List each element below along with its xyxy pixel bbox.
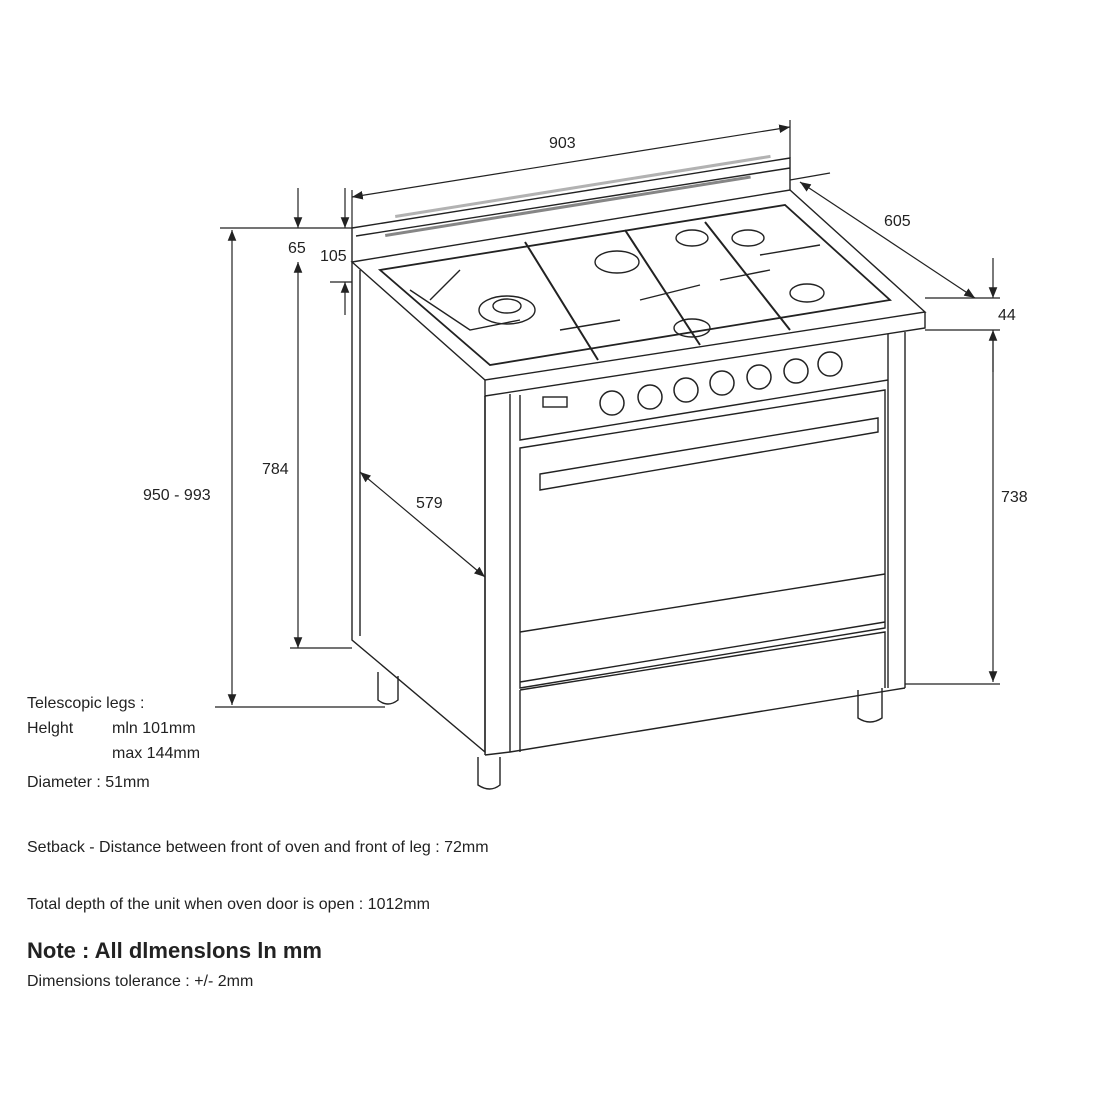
legs-min: mln 101mm (112, 720, 196, 737)
note-heading: Note : All dlmenslons ln mm (27, 938, 322, 963)
depth-label: 605 (884, 213, 911, 230)
width-label: 903 (549, 135, 576, 152)
dimension-lines (215, 120, 1000, 708)
side-depth-label: 579 (416, 495, 443, 512)
cooktop-thickness-label: 44 (998, 307, 1016, 324)
oven-height-label: 738 (1001, 489, 1028, 506)
control-knobs (599, 351, 843, 416)
legs-max: max 144mm (112, 745, 201, 762)
tolerance-text: Dimensions tolerance : +/- 2mm (27, 973, 254, 990)
cooker-body (350, 157, 927, 790)
body-height-label: 784 (262, 461, 289, 478)
setback-text: Setback - Distance between front of oven… (27, 839, 489, 856)
total-depth-text: Total depth of the unit when oven door i… (27, 896, 430, 913)
wok-burner-icon (478, 295, 536, 325)
backsplash-height-label: 105 (320, 248, 347, 265)
burners (409, 221, 825, 361)
legs-height-label: Helght (27, 720, 74, 737)
backsplash-top-label: 65 (288, 240, 306, 257)
legs-diameter: Diameter : 51mm (27, 774, 150, 791)
legs-title: Telescopic legs : (27, 695, 145, 712)
total-height-label: 950 - 993 (143, 487, 211, 504)
